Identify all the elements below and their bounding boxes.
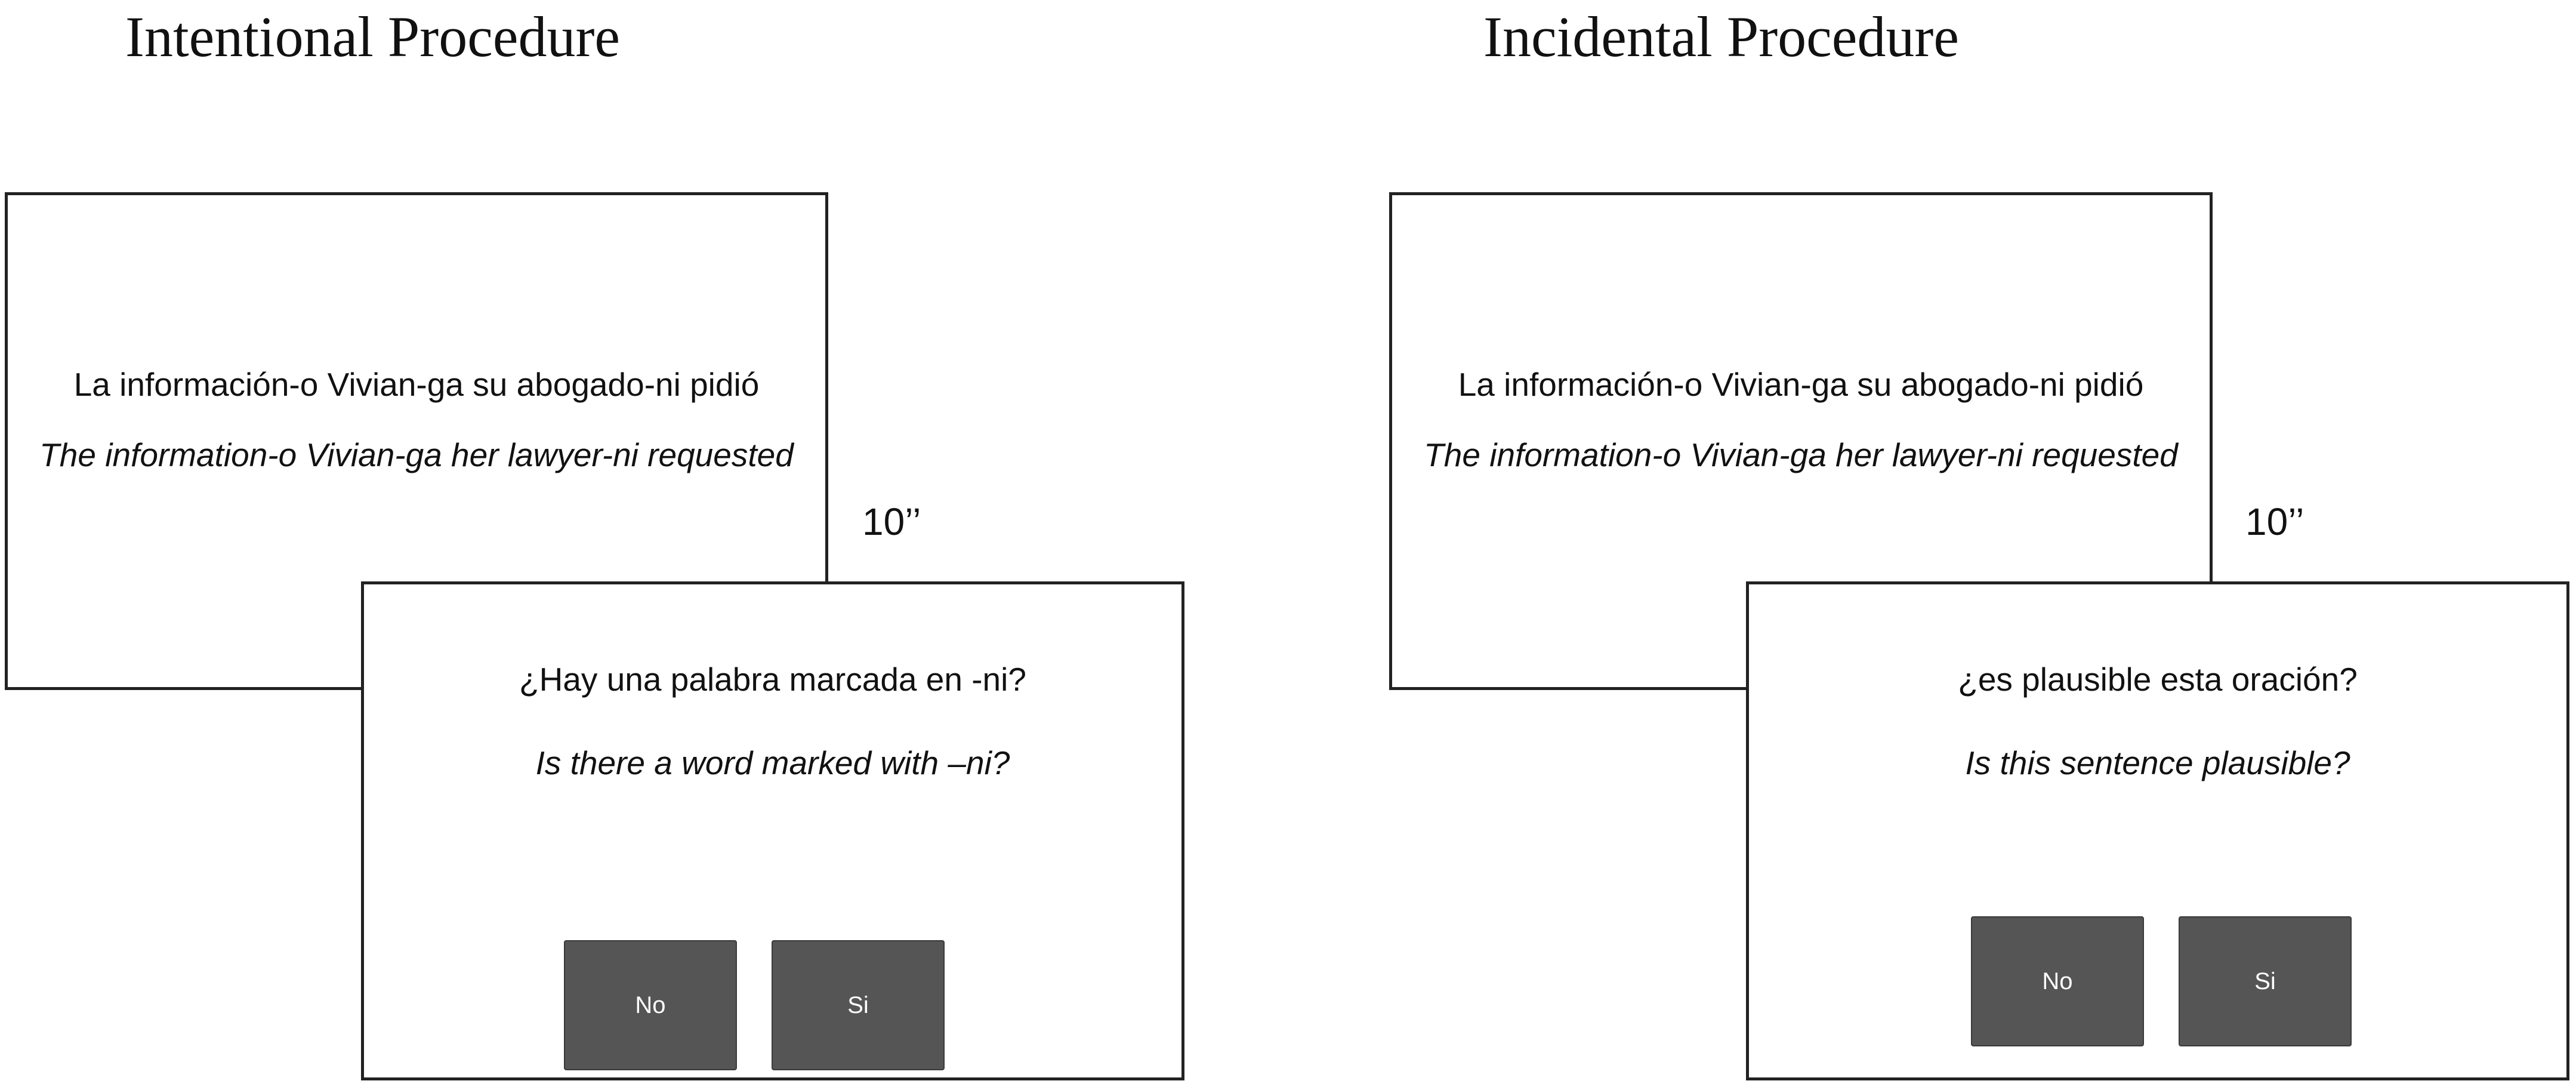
intentional-procedure-panel: Intentional Procedure La información-o V… <box>5 5 1184 1080</box>
intentional-question-screen: ¿Hay una palabra marcada en -ni? Is ther… <box>361 581 1184 1080</box>
intentional-stimulus-english: The information-o Vivian-ga her lawyer-n… <box>39 436 794 473</box>
incidental-procedure-panel: Incidental Procedure La información-o Vi… <box>1288 0 2575 1087</box>
intentional-no-button[interactable]: No <box>564 940 737 1070</box>
incidental-stimulus-spanish: La información-o Vivian-ga su abogado-ni… <box>1458 366 2144 403</box>
incidental-stimulus-english: The information-o Vivian-ga her lawyer-n… <box>1424 436 2178 473</box>
incidental-question-english: Is this sentence plausible? <box>1965 744 2350 781</box>
intentional-stimulus-spanish: La información-o Vivian-ga su abogado-ni… <box>73 366 760 403</box>
intentional-question-english: Is there a word marked with –ni? <box>535 744 1010 781</box>
intentional-duration-label: 10’’ <box>862 500 921 543</box>
incidental-duration-label: 10’’ <box>2245 500 2304 543</box>
intentional-procedure-title: Intentional Procedure <box>125 5 621 69</box>
incidental-question-spanish: ¿es plausible esta oración? <box>1958 661 2358 698</box>
incidental-si-button[interactable]: Si <box>2179 916 2352 1046</box>
intentional-si-button[interactable]: Si <box>772 940 945 1070</box>
incidental-question-screen: ¿es plausible esta oración? Is this sent… <box>1746 581 2569 1080</box>
incidental-procedure-title: Incidental Procedure <box>1483 5 1959 69</box>
intentional-question-spanish: ¿Hay una palabra marcada en -ni? <box>519 661 1026 698</box>
incidental-no-button[interactable]: No <box>1971 916 2144 1046</box>
